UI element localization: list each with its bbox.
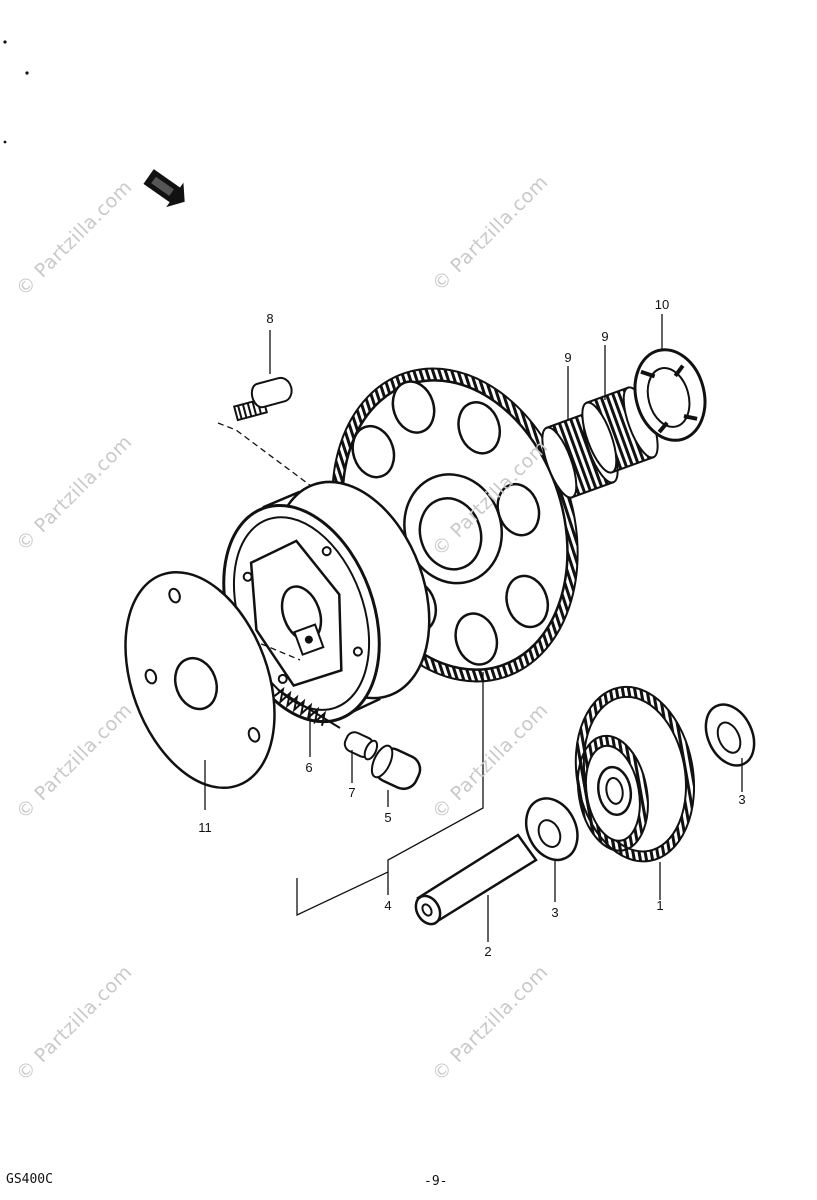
callout-10: 10 [654, 297, 670, 312]
washer-part-10 [633, 348, 707, 442]
bolt-part-8 [232, 376, 293, 422]
callout-1: 1 [656, 898, 664, 913]
callout-3: 3 [551, 905, 559, 920]
callout-5: 5 [384, 810, 392, 825]
front-arrow-icon [143, 169, 185, 208]
needle-bearing-9b [581, 386, 659, 474]
pin-part-7 [343, 731, 379, 761]
spring-part-6 [273, 686, 341, 729]
shaft-part-2 [414, 833, 538, 926]
callout-3: 3 [738, 792, 746, 807]
callout-6: 6 [305, 760, 313, 775]
leader-lines [204, 314, 743, 942]
back-plate-part-11 [124, 570, 276, 790]
callout-4: 4 [384, 898, 392, 913]
callout-2: 2 [484, 944, 492, 959]
footer-page-number: -9- [424, 1174, 448, 1189]
washer-part-3a [704, 703, 756, 767]
callout-9: 9 [564, 350, 572, 365]
idle-gear-part-1 [574, 685, 696, 863]
footer-model: GS400C [6, 1172, 53, 1187]
callout-7: 7 [348, 785, 356, 800]
roller-part-5 [370, 744, 422, 791]
callout-8: 8 [266, 311, 274, 326]
callout-11: 11 [198, 820, 212, 835]
washer-part-3b [524, 797, 579, 862]
callout-9: 9 [601, 329, 609, 344]
